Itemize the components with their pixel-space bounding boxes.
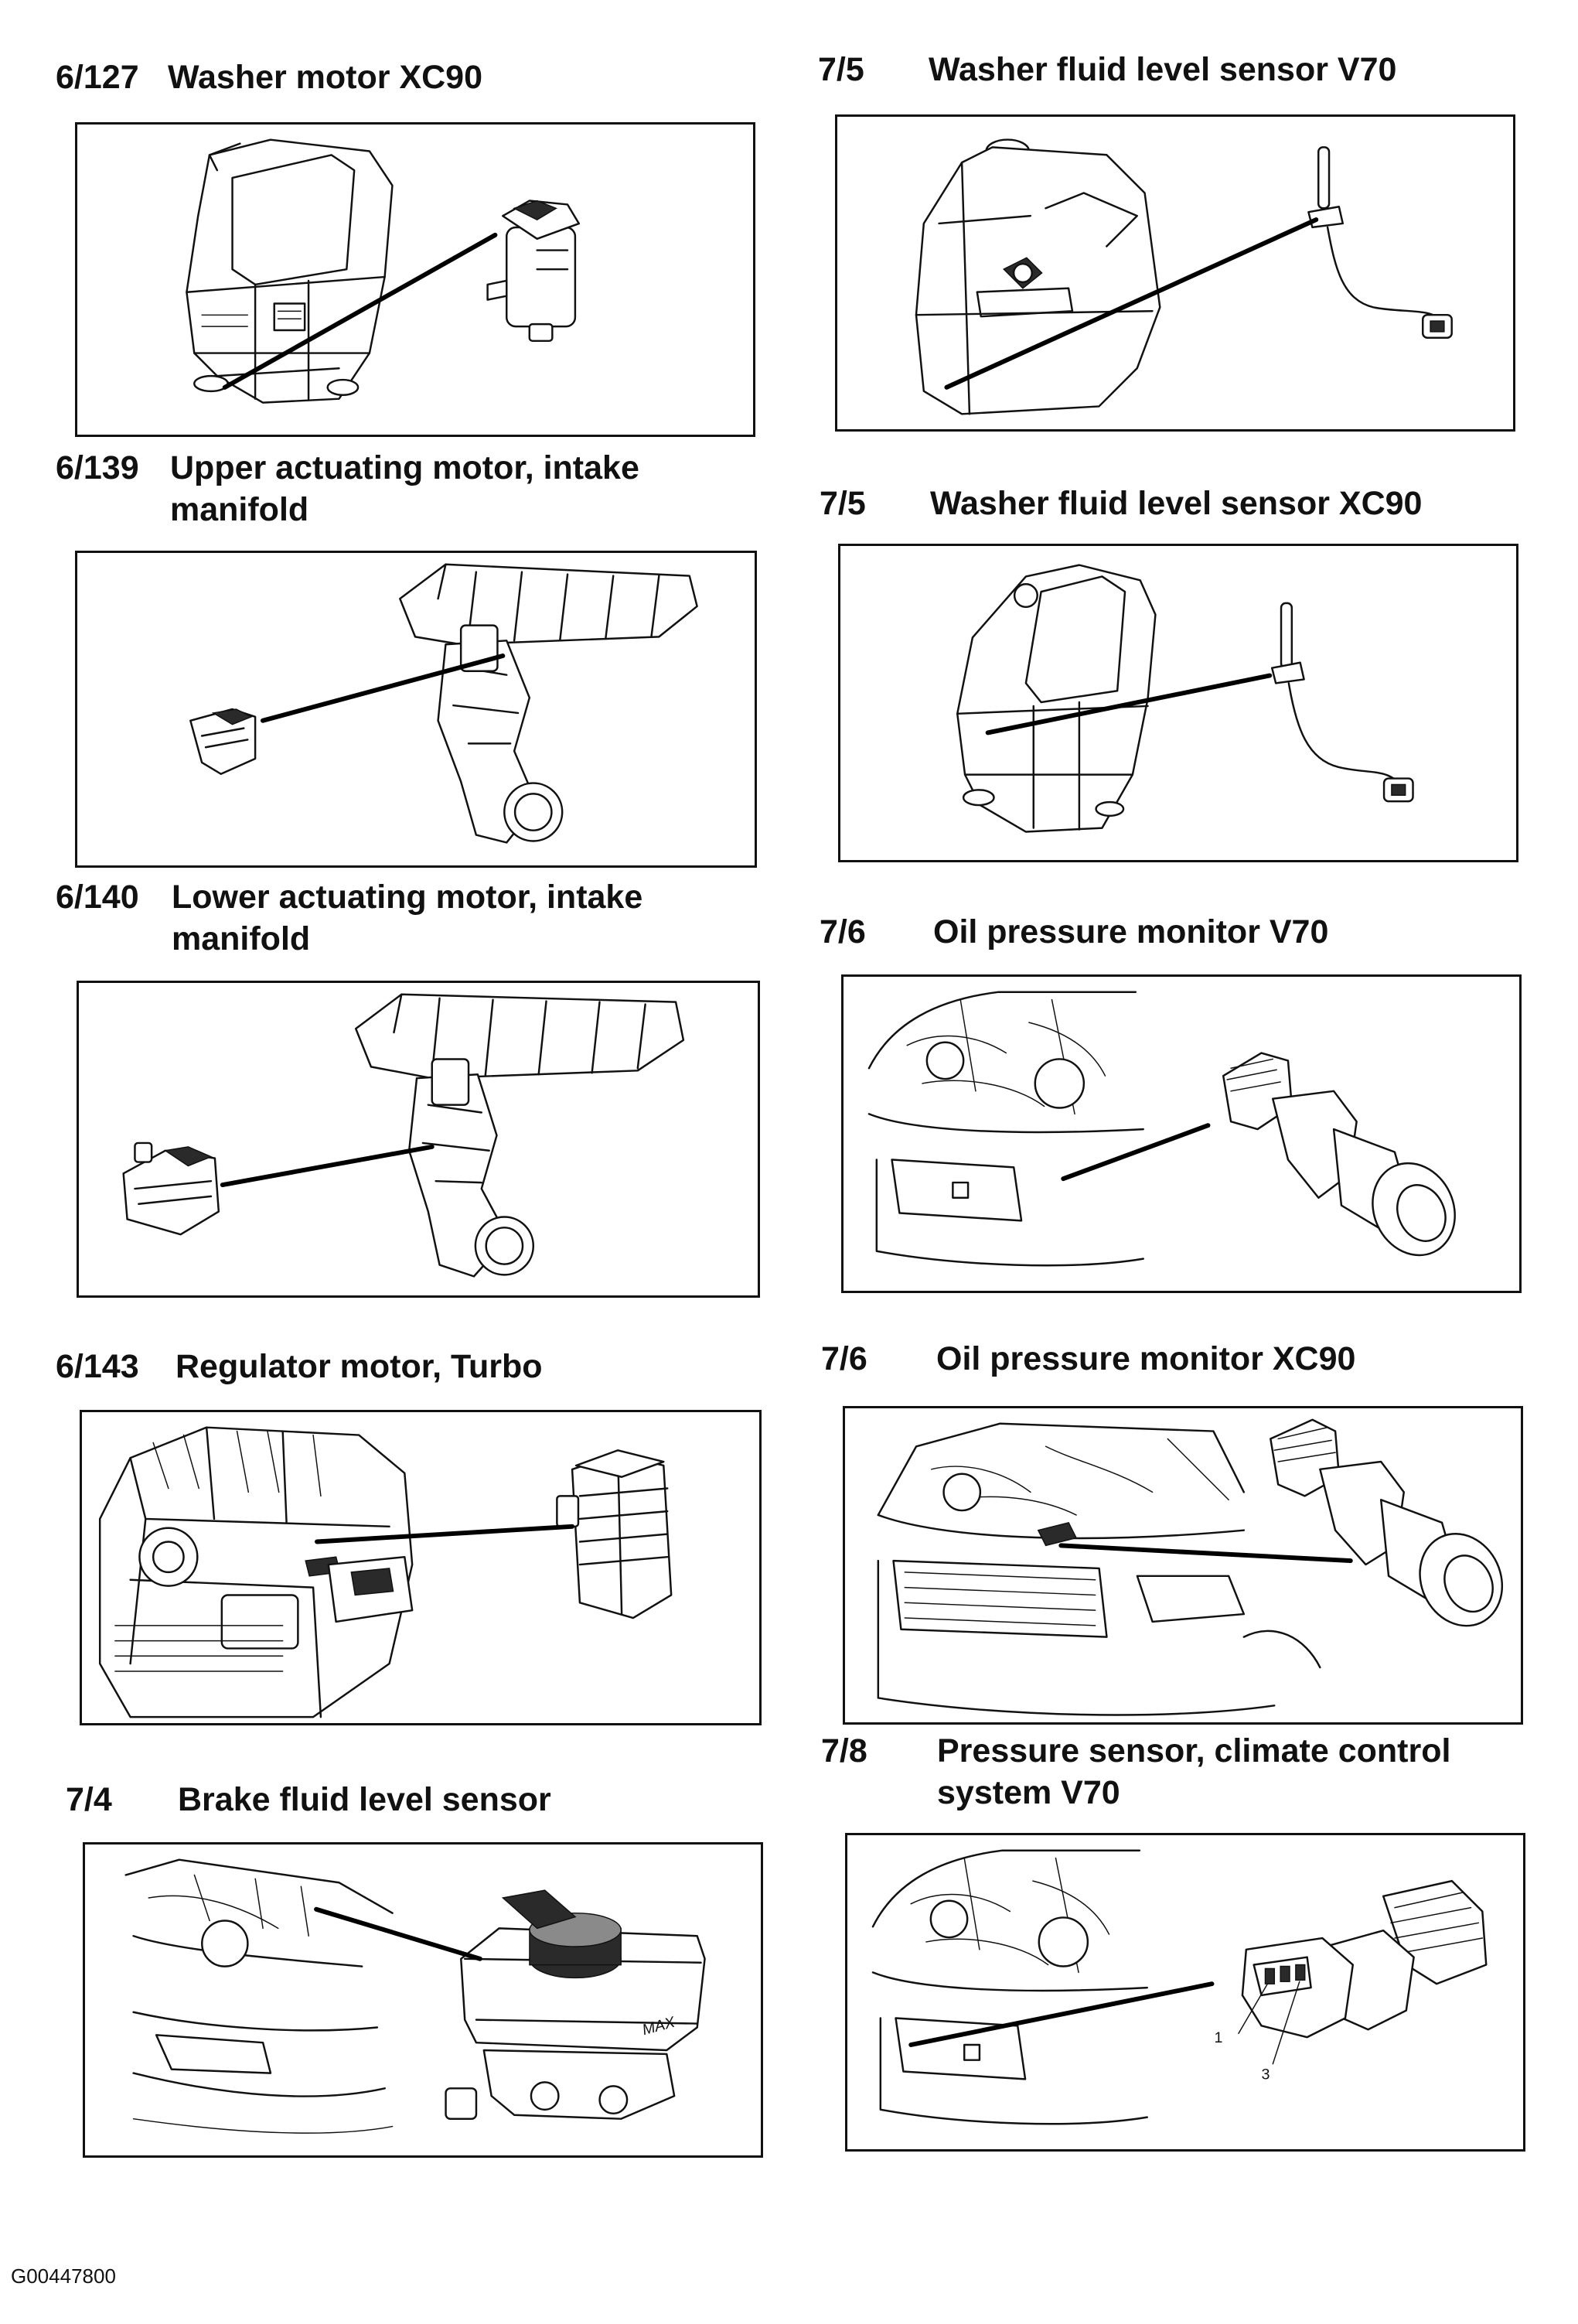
caption-washer-motor-xc90: 6/127 Washer motor XC90 <box>56 56 489 98</box>
leader-line <box>220 1144 435 1188</box>
level-sensor-drawing <box>1307 146 1453 339</box>
item-title: Oil pressure monitor V70 <box>933 913 1329 950</box>
item-number: 7/8 <box>821 1732 867 1769</box>
item-title: Upper actuating motor, intake <box>170 449 639 486</box>
pressure-switch-drawing <box>1222 1052 1456 1257</box>
level-sensor-drawing <box>1270 602 1414 803</box>
leader-line <box>944 217 1319 390</box>
caption-regulator-motor-turbo: 6/143 Regulator motor, Turbo <box>56 1346 752 1387</box>
washer-reservoir-and-motor-illustration <box>186 138 581 404</box>
caption-brake-fluid-level-sensor: 7/4 Brake fluid level sensor <box>66 1779 762 1821</box>
engine-turbo-regulator-illustration <box>98 1426 673 1718</box>
item-number: 7/5 <box>818 51 864 88</box>
intake-manifold-drawing <box>399 563 698 844</box>
diagram-pressure-sensor-climate-v70: 1 3 <box>845 1833 1525 2152</box>
brake-reservoir-drawing: MAX <box>445 1889 706 2120</box>
oil-pressure-v70-illustration <box>867 991 1456 1267</box>
car-front-drawing <box>124 1858 394 2134</box>
item-number: 6/143 <box>56 1348 139 1385</box>
item-number: 6/140 <box>56 879 139 916</box>
figure-code: G00447800 <box>11 2264 116 2288</box>
item-title-line2: manifold <box>170 491 309 528</box>
pressure-sensor-drawing: 1 3 <box>1214 1879 1488 2083</box>
diagram-oil-pressure-monitor-xc90 <box>843 1406 1523 1725</box>
item-title: Lower actuating motor, intake <box>172 879 643 916</box>
item-title: Washer fluid level sensor XC90 <box>930 485 1423 522</box>
leader-line <box>985 673 1273 735</box>
item-title: Washer fluid level sensor V70 <box>929 51 1397 88</box>
intake-manifold-upper-illustration <box>189 563 698 844</box>
caption-pressure-sensor-climate-v70: 7/8 Pressure sensor, climate control sys… <box>821 1730 1517 1815</box>
item-title-line2: system V70 <box>937 1774 1120 1811</box>
item-title: Oil pressure monitor XC90 <box>936 1340 1356 1377</box>
diagram-regulator-motor-turbo <box>80 1410 762 1725</box>
oil-pressure-xc90-illustration <box>877 1418 1504 1716</box>
leader-line <box>315 1524 575 1544</box>
leader-line <box>260 654 506 723</box>
item-number: 6/139 <box>56 449 139 486</box>
leader-line <box>1061 1123 1211 1182</box>
washer-reservoir-v70-illustration <box>915 138 1453 415</box>
washer-reservoir-drawing <box>186 138 394 404</box>
pressure-switch-drawing <box>1270 1418 1504 1627</box>
item-number: 6/127 <box>56 59 139 96</box>
caption-oil-pressure-monitor-xc90: 7/6 Oil pressure monitor XC90 <box>821 1338 1517 1380</box>
item-title: Washer motor XC90 <box>168 59 483 96</box>
item-title: Regulator motor, Turbo <box>176 1348 543 1385</box>
leader-line <box>1058 1543 1353 1564</box>
diagram-brake-fluid-level-sensor: MAX <box>83 1842 763 2158</box>
diagram-upper-actuating-motor <box>75 551 757 868</box>
actuating-motor-drawing <box>122 1142 220 1236</box>
diagram-washer-fluid-sensor-v70 <box>835 114 1515 432</box>
item-title: Pressure sensor, climate control <box>937 1732 1451 1769</box>
regulator-motor-drawing <box>556 1449 673 1619</box>
leader-line <box>222 232 498 390</box>
caption-washer-fluid-sensor-xc90: 7/5 Washer fluid level sensor XC90 <box>820 483 1515 524</box>
item-number: 7/6 <box>821 1340 867 1377</box>
pin-3-label: 3 <box>1262 2066 1270 2083</box>
diagram-oil-pressure-monitor-v70 <box>841 974 1522 1293</box>
car-front-drawing <box>867 991 1144 1267</box>
washer-motor-drawing <box>486 200 581 343</box>
item-title-line2: manifold <box>172 920 311 957</box>
caption-oil-pressure-monitor-v70: 7/6 Oil pressure monitor V70 <box>820 911 1515 953</box>
engine-drawing <box>98 1426 414 1718</box>
caption-washer-fluid-sensor-v70: 7/5 Washer fluid level sensor V70 <box>818 49 1514 90</box>
brake-reservoir-illustration: MAX <box>124 1858 706 2134</box>
diagram-washer-motor-xc90 <box>75 122 755 437</box>
car-front-drawing <box>871 1849 1148 2125</box>
item-number: 7/5 <box>820 485 866 522</box>
actuating-motor-drawing <box>189 708 257 775</box>
item-number: 7/6 <box>820 913 866 950</box>
washer-reservoir-xc90-illustration <box>956 564 1414 833</box>
washer-reservoir-drawing <box>915 138 1161 415</box>
leader-line <box>908 1981 1215 2047</box>
item-title: Brake fluid level sensor <box>178 1781 551 1818</box>
climate-pressure-sensor-illustration: 1 3 <box>871 1849 1488 2125</box>
intake-manifold-drawing <box>354 993 685 1278</box>
intake-manifold-lower-illustration <box>122 993 685 1278</box>
diagram-washer-fluid-sensor-xc90 <box>838 544 1518 862</box>
caption-upper-actuating-motor: 6/139 Upper actuating motor, intake mani… <box>56 447 752 532</box>
washer-reservoir-drawing <box>956 564 1157 833</box>
caption-lower-actuating-motor: 6/140 Lower actuating motor, intake mani… <box>56 876 752 961</box>
leader-line <box>314 1906 482 1961</box>
item-number: 7/4 <box>66 1781 112 1818</box>
car-front-drawing <box>877 1422 1321 1716</box>
diagram-lower-actuating-motor <box>77 981 760 1298</box>
pin-1-label: 1 <box>1214 2029 1222 2046</box>
